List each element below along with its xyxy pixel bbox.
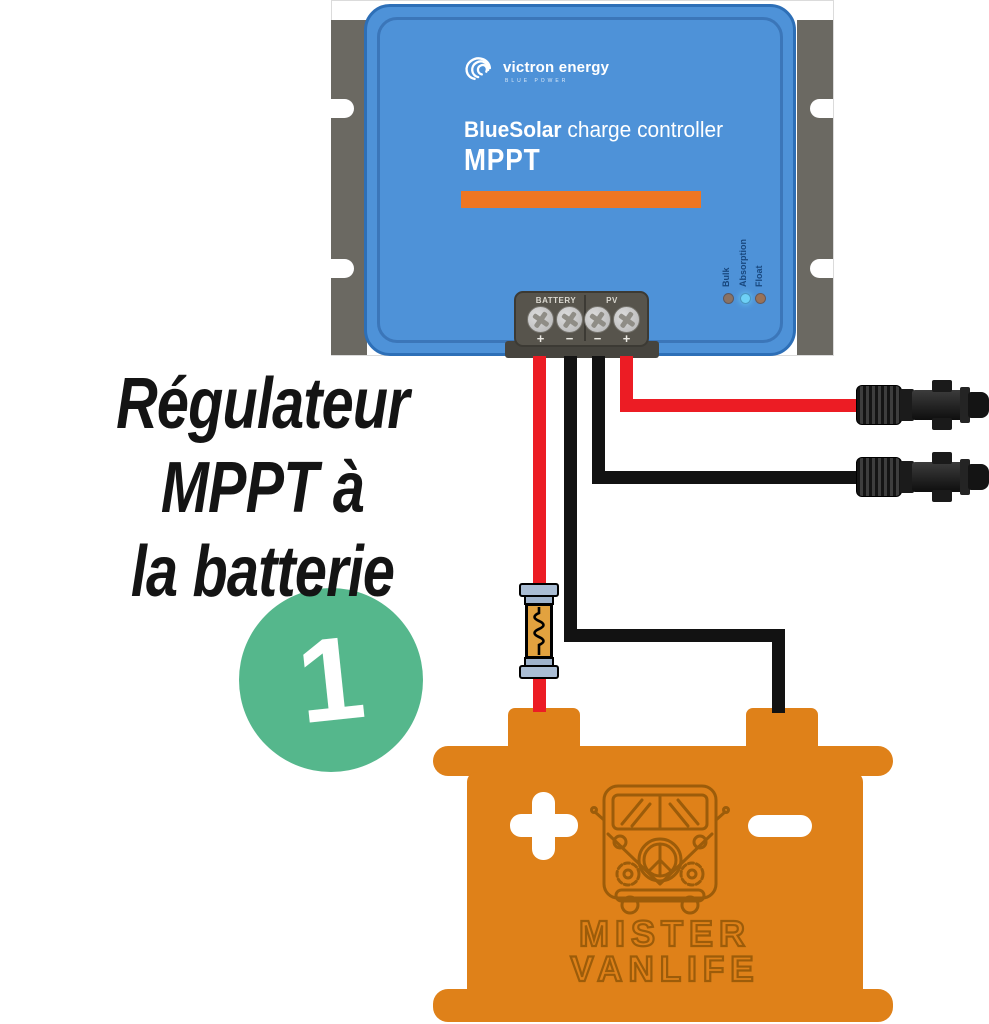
mounting-slot-icon (331, 259, 354, 278)
mounting-bracket-right (797, 20, 833, 355)
wire-battery-negative (772, 629, 785, 713)
accent-bar (461, 191, 701, 208)
step-number: 1 (291, 610, 371, 750)
wire-pv-negative (592, 356, 605, 484)
model-label: MPPT (464, 142, 541, 177)
battery-brand-line2: VANLIFE (569, 949, 760, 990)
led-float-icon (755, 293, 766, 304)
polarity-mark: − (593, 331, 602, 346)
polarity-mark: + (536, 331, 545, 346)
terminal-screw-icon (584, 306, 611, 333)
battery-plus-icon (510, 814, 578, 837)
inline-fuse-icon (518, 583, 561, 679)
brand-tagline: BLUE POWER (505, 78, 569, 84)
terminal-block: BATTERY PV + − − + (514, 291, 649, 347)
led-absorption-icon (740, 293, 751, 304)
title-line1: Régulateur MPPT à (116, 364, 410, 528)
terminal-screw-icon (556, 306, 583, 333)
fuse-cap (519, 665, 559, 679)
brand-block: victron energy BLUE POWER (503, 53, 609, 84)
brand-name: victron energy (503, 59, 610, 76)
terminal-group-battery-label: BATTERY (535, 296, 577, 305)
mc4-tip (968, 464, 989, 490)
led-label-bulk: Bulk (721, 267, 731, 287)
mc4-ring (960, 387, 970, 423)
mounting-slot-icon (810, 99, 833, 118)
battery-bottom-rail (433, 989, 893, 1022)
mc4-ring (960, 459, 970, 495)
led-label-float: Float (754, 265, 764, 288)
terminal-screw-icon (613, 306, 640, 333)
mounting-slot-icon (810, 259, 833, 278)
title-line2: la batterie (130, 532, 395, 612)
battery-brand-line1: MISTER (578, 912, 751, 955)
mc4-nut (856, 385, 902, 425)
battery-post-positive (508, 708, 580, 752)
mc4-connector-positive-icon (856, 379, 989, 431)
mc4-clip (932, 452, 952, 464)
battery-minus-icon (748, 815, 812, 837)
terminal-group-pv-label: PV (606, 296, 618, 305)
mc4-body (912, 390, 964, 420)
camper-van-icon (590, 784, 730, 915)
wire-pv-positive (620, 399, 862, 412)
mc4-connector-negative-icon (856, 451, 989, 503)
led-bulk-icon (723, 293, 734, 304)
mc4-collar (900, 461, 914, 493)
wire-battery-negative (564, 629, 785, 642)
wire-battery-negative (564, 356, 577, 642)
terminal-screw-icon (527, 306, 554, 333)
product-name-rest: charge controller (561, 117, 724, 142)
mc4-collar (900, 389, 914, 421)
mounting-bracket-left (331, 20, 367, 355)
led-label-absorption: Absorption (738, 239, 748, 287)
mc4-clip (932, 418, 952, 430)
wire-pv-negative (592, 471, 862, 484)
wire-pv-positive (620, 356, 633, 412)
mc4-clip (932, 380, 952, 392)
diagram-title: Régulateur MPPT à la batterie (53, 362, 473, 614)
fuse-body (525, 603, 553, 659)
victron-logo: victron energy BLUE POWER (462, 53, 609, 85)
mounting-slot-icon (331, 99, 354, 118)
mc4-body (912, 462, 964, 492)
product-name-bold: BlueSolar (464, 117, 562, 142)
product-name: BlueSolar charge controller (464, 117, 723, 143)
battery-top-rail (433, 746, 893, 776)
battery-post-negative (746, 708, 818, 752)
mc4-tip (968, 392, 989, 418)
victron-swirl-icon (465, 57, 492, 81)
polarity-mark: + (622, 331, 631, 346)
fuse-filament-icon (533, 607, 545, 655)
step-badge: 1 (239, 588, 423, 772)
mc4-clip (932, 490, 952, 502)
polarity-mark: − (565, 331, 574, 346)
mc4-nut (856, 457, 902, 497)
